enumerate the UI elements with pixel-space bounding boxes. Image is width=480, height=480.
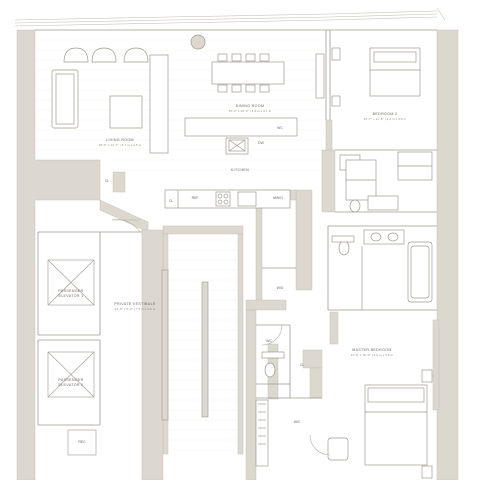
wic-tag: WIC [293, 420, 301, 424]
kitchen-fixtures [164, 117, 298, 209]
passenger-elevator-1-label: PASSENGER ELEVATOR 1 [48, 289, 94, 299]
private-vestibule-name: PRIVATE VESTIBULE [114, 302, 156, 306]
passenger-elevator-2-name: PASSENGER ELEVATOR 2 [58, 378, 84, 387]
window-strip [14, 7, 446, 27]
wc-fixtures [255, 351, 285, 467]
ref-tag: REF [191, 196, 199, 200]
cl-left-tag: CL [104, 179, 110, 183]
wc-kitchen-tag: WC [277, 126, 283, 130]
passenger-elevator-2-label: PASSENGER ELEVATOR 2 [48, 378, 94, 388]
mw-tag: MW/O [273, 196, 283, 200]
wd-tag: W/D [276, 286, 284, 290]
private-vestibule-dimensions: 24'-9" x 6'-0" | 7.5 m x 1.8 m [114, 307, 156, 311]
private-vestibule-label: PRIVATE VESTIBULE 24'-9" x 6'-0" | 7.5 m… [110, 302, 160, 312]
master-bedroom-furniture [327, 369, 433, 479]
dining-room-dimensions: 15'-0" x 10'-2" | 4.6 m x 3.1 m [228, 109, 272, 113]
dining-room-name: DINING ROOM [235, 104, 265, 108]
living-room-name: LIVING ROOM [106, 138, 134, 142]
bath-2-fixtures [345, 151, 433, 213]
bedroom-2-label: BEDROOM 2 10'-7" x 11'-6" | 3.2 m x 3.5 … [355, 112, 415, 122]
wc-master-tag: WC [266, 339, 272, 343]
living-room-label: LIVING ROOM 18'-6" x 14'-7" | 5.7 m x 4.… [90, 138, 150, 148]
kitchen-label: KITCHEN [220, 168, 260, 173]
rec-tag: REC [78, 440, 86, 444]
master-bedroom-dimensions: 11'-9" x 18'-0" | 3.6 m x 5.5 m [350, 353, 394, 357]
dining-room-label: DINING ROOM 15'-0" x 10'-2" | 4.6 m x 3.… [220, 104, 280, 114]
master-bath-fixtures [331, 229, 433, 310]
bedroom-2-dimensions: 10'-7" x 11'-6" | 3.2 m x 3.5 m [363, 117, 407, 121]
passenger-elevator-1-name: PASSENGER ELEVATOR 1 [58, 289, 84, 298]
living-room-dimensions: 18'-6" x 14'-7" | 5.7 m x 4.5 m [98, 143, 142, 147]
bedroom-2-furniture [315, 47, 421, 171]
dining-set [211, 53, 285, 93]
master-bedroom-name: MASTER BEDROOM [352, 348, 392, 352]
dw-tag: DW [258, 141, 264, 145]
partitions [35, 29, 437, 426]
cl-hall-tag: CL [299, 363, 305, 367]
elevators [47, 259, 97, 456]
cl-kitchen-tag: CL [168, 199, 174, 203]
bedroom-2-name: BEDROOM 2 [372, 112, 398, 116]
vestibule-fixtures [161, 269, 209, 421]
master-bedroom-label: MASTER BEDROOM 11'-9" x 18'-0" | 3.6 m x… [340, 348, 404, 358]
door-swings [111, 219, 331, 456]
kitchen-name: KITCHEN [230, 168, 250, 172]
living-room-furniture [51, 34, 206, 154]
